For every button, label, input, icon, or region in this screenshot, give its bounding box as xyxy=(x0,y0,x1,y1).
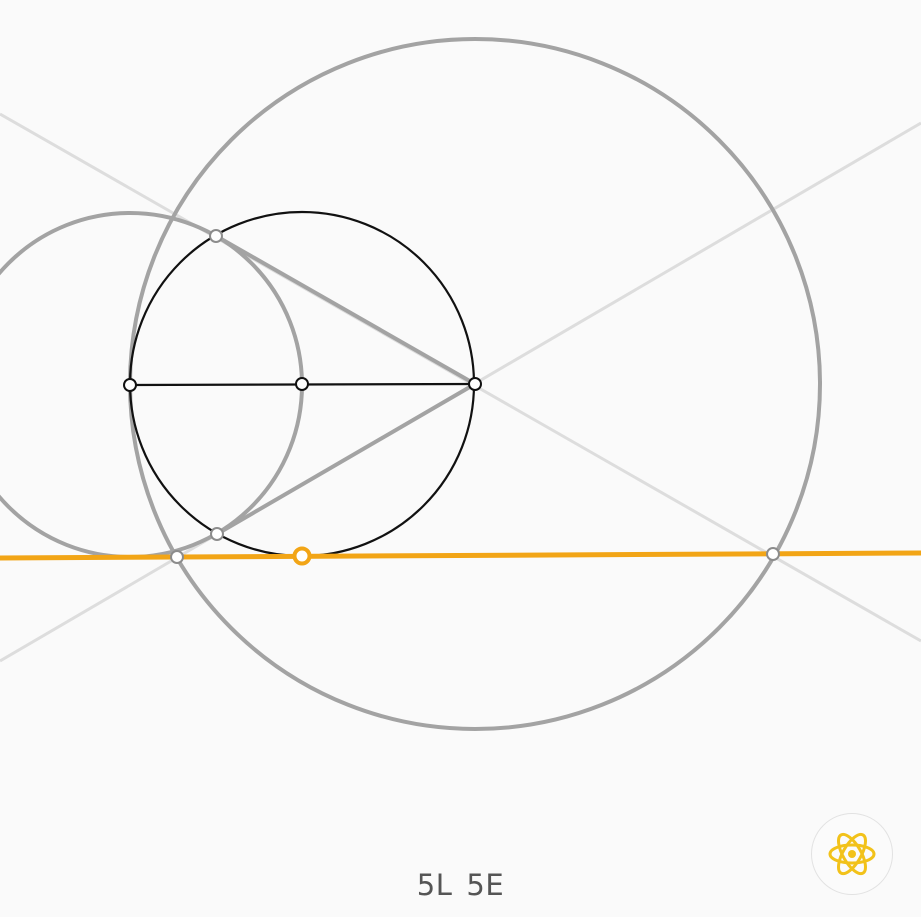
tangent-segment-upper xyxy=(215,234,476,386)
point-right-end[interactable] xyxy=(468,377,482,391)
score-display: 5L 5E xyxy=(0,868,921,902)
lines-count: 5L xyxy=(416,868,453,902)
hint-button[interactable] xyxy=(811,813,893,895)
point-tangent-lower[interactable] xyxy=(210,527,224,541)
highlighted-tangent-line xyxy=(0,550,921,561)
point-highlight[interactable] xyxy=(292,546,312,566)
atom-icon xyxy=(828,832,876,876)
tangent-segment-lower xyxy=(215,382,477,536)
point-tangent-upper[interactable] xyxy=(209,229,223,243)
elements-count: 5E xyxy=(466,868,505,902)
point-intersection-left[interactable] xyxy=(170,550,184,564)
point-center[interactable] xyxy=(295,377,309,391)
point-intersection-right[interactable] xyxy=(766,547,780,561)
point-left-end[interactable] xyxy=(123,378,137,392)
